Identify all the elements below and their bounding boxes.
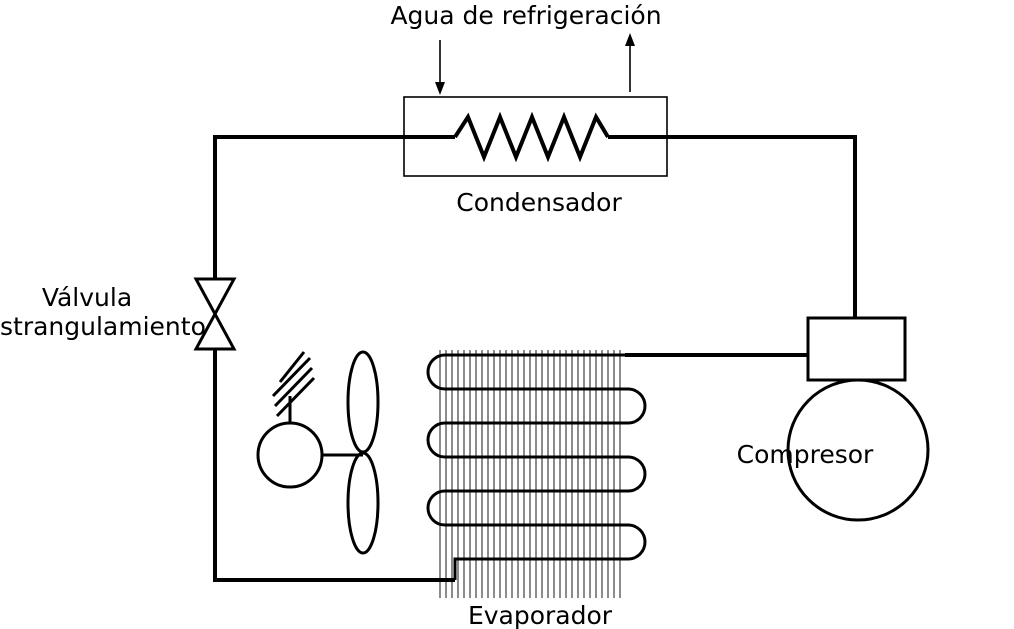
valve-symbol xyxy=(193,277,237,351)
valve-label-line2: strangulamiento xyxy=(0,312,206,341)
fan-motor xyxy=(256,421,324,489)
valve-label-line1: Válvula xyxy=(42,283,132,312)
condenser xyxy=(403,33,668,177)
pipe-compressor-to-condenser xyxy=(608,135,857,318)
expansion-valve xyxy=(193,277,237,351)
condenser-housing xyxy=(403,96,668,177)
refrigerant-pipes xyxy=(213,135,857,582)
evaporator-label: Evaporador xyxy=(468,601,613,629)
condenser-label: Condensador xyxy=(456,188,622,217)
compressor-label: Compresor xyxy=(737,440,874,469)
compressor-body xyxy=(786,378,930,522)
fan-blade-lower xyxy=(346,451,380,555)
evaporator-fins xyxy=(439,350,621,598)
evaporator-coil xyxy=(426,353,647,580)
pipe-condenser-to-valve xyxy=(213,135,455,278)
condenser-coil xyxy=(453,111,610,163)
compressor-head xyxy=(806,316,907,382)
water-inlet-arrow-head xyxy=(435,82,445,95)
pipe-valve-to-evaporator xyxy=(213,350,455,582)
compressor xyxy=(786,316,930,522)
evaporator xyxy=(426,350,647,598)
fan-blade-upper xyxy=(346,350,380,454)
cooling-water-label: Agua de refrigeración xyxy=(390,1,661,30)
fan-motor-assembly xyxy=(256,350,380,555)
ground-hatch xyxy=(271,351,316,418)
water-outlet-arrow-head xyxy=(625,33,635,46)
